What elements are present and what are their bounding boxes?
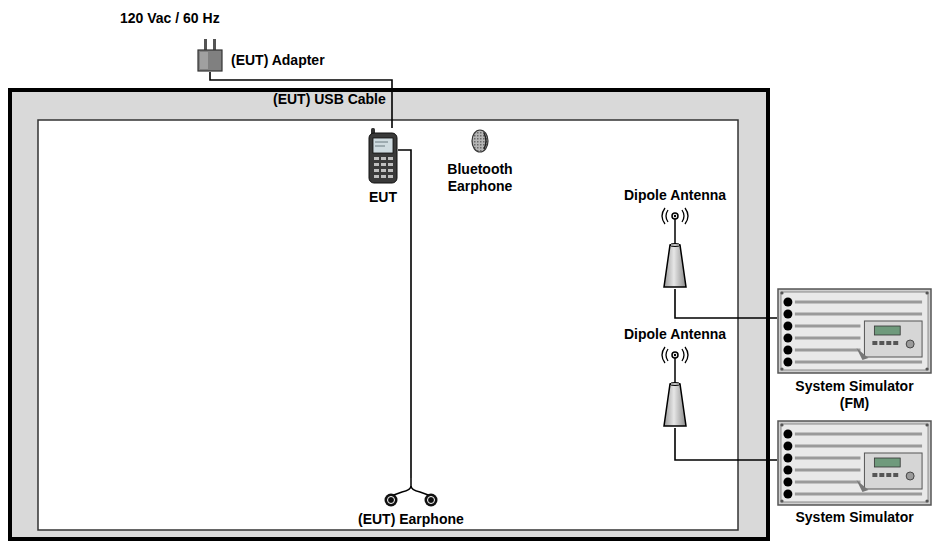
power-label: 120 Vac / 60 Hz: [120, 10, 220, 27]
system-simulator-rack: [777, 420, 932, 506]
system-simulator-rack: [777, 288, 932, 374]
bluetooth-earphone: Bluetooth Earphone: [471, 129, 489, 153]
cable-label: (EUT) USB Cable: [273, 91, 386, 108]
cable: [210, 72, 392, 128]
cable: [398, 150, 411, 478]
node-label: System Simulator: [796, 509, 914, 526]
earphone-icon: [382, 478, 440, 508]
chamber-outer: [10, 90, 768, 539]
wired-earphone: (EUT) Earphone: [382, 478, 440, 508]
node-label: Dipole Antenna: [624, 187, 726, 204]
node-label: (EUT) Earphone: [358, 511, 464, 528]
adapter-icon: [197, 38, 223, 72]
cable: [675, 428, 777, 460]
ac-adapter: (EUT) Adapter: [197, 38, 223, 72]
system-simulator: System Simulator: [777, 420, 932, 506]
node-label: (EUT) Adapter: [231, 52, 325, 69]
system-simulator: System Simulator (FM): [777, 288, 932, 374]
dipole-antenna: Dipole Antenna: [655, 346, 695, 428]
phone-icon: [368, 128, 398, 184]
eut-phone: EUT: [368, 128, 398, 184]
dipole-antenna-icon: [655, 207, 695, 289]
node-label: System Simulator (FM): [785, 378, 925, 412]
node-label: Dipole Antenna: [624, 326, 726, 343]
cable: [675, 289, 777, 318]
dipole-antenna-icon: [655, 346, 695, 428]
node-label: EUT: [369, 189, 397, 206]
chamber-inner: [38, 120, 738, 530]
dipole-antenna: Dipole Antenna: [655, 207, 695, 289]
bluetooth-earphone-icon: [471, 129, 489, 153]
node-label: Bluetooth Earphone: [438, 161, 522, 195]
